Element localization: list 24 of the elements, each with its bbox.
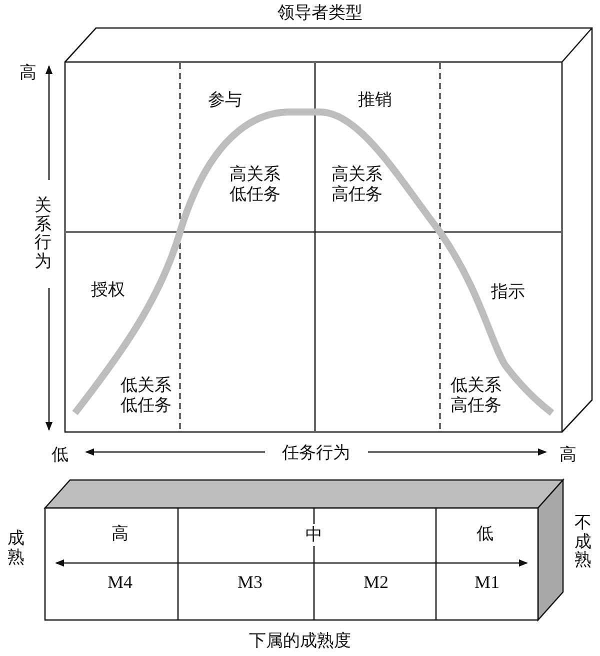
maturity-level: 中 (306, 524, 322, 546)
quadrant-label: 低关系低任务 (120, 376, 172, 416)
style-label: 推销 (358, 90, 392, 110)
maturity-code: M4 (108, 572, 132, 594)
end-label: 成熟 (8, 529, 24, 567)
style-label: 指示 (491, 282, 525, 302)
axis-label: 高 (20, 62, 36, 84)
maturity-code: M3 (238, 572, 262, 594)
style-label: 参与 (208, 90, 242, 110)
diagram-title: 领导者类型 (278, 2, 362, 24)
style-label: 授权 (91, 280, 125, 300)
quadrant-label: 高关系低任务 (230, 164, 280, 206)
axis-title: 关系行为 (34, 196, 52, 272)
maturity-level: 低 (476, 524, 494, 544)
diagram-caption: 下属的成熟度 (249, 630, 351, 652)
maturity-level: 高 (112, 524, 128, 544)
quadrant-label: 低关系高任务 (450, 376, 502, 416)
quadrant-label: 高关系高任务 (332, 164, 382, 206)
axis-label: 高 (560, 444, 576, 466)
maturity-code: M1 (474, 572, 500, 594)
axis-title: 任务行为 (282, 442, 350, 464)
axis-label: 低 (52, 444, 68, 466)
maturity-code: M2 (364, 572, 388, 594)
end-label: 不成熟 (574, 514, 592, 570)
